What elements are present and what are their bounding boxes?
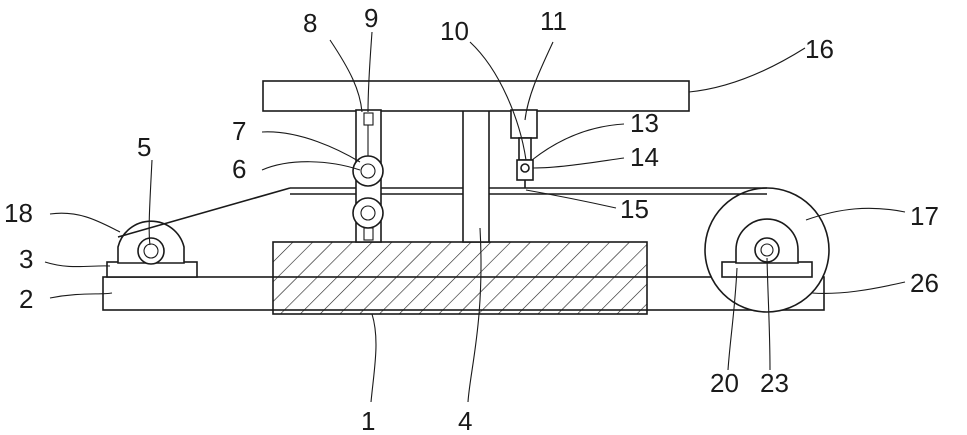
vertical-column	[463, 110, 489, 242]
leader-1	[371, 314, 376, 402]
label-26: 26	[910, 268, 939, 298]
label-9: 9	[364, 3, 378, 33]
label-4: 4	[458, 406, 472, 435]
label-20: 20	[710, 368, 739, 398]
left-roller-outer	[138, 238, 164, 264]
cutter-pin	[521, 164, 529, 172]
label-6: 6	[232, 154, 246, 184]
leader-26	[812, 282, 905, 293]
leader-15	[526, 190, 616, 208]
leader-16	[689, 48, 805, 92]
label-8: 8	[303, 8, 317, 38]
label-7: 7	[232, 116, 246, 146]
label-13: 13	[630, 108, 659, 138]
leader-18	[50, 213, 120, 232]
label-1: 1	[361, 406, 375, 435]
leader-14	[533, 158, 624, 168]
leader-7	[262, 132, 360, 162]
leader-13	[532, 124, 624, 160]
label-11: 11	[540, 6, 567, 36]
label-18: 18	[4, 198, 33, 228]
label-16: 16	[805, 34, 834, 64]
belt-left-slope	[118, 188, 290, 237]
top-plate	[263, 81, 689, 111]
label-17: 17	[910, 201, 939, 231]
label-10: 10	[440, 16, 469, 46]
lower-press-roller	[353, 198, 383, 228]
label-2: 2	[19, 284, 33, 314]
label-3: 3	[19, 244, 33, 274]
label-23: 23	[760, 368, 789, 398]
leader-3	[45, 262, 110, 267]
label-5: 5	[137, 132, 151, 162]
leader-6	[262, 162, 360, 170]
label-15: 15	[620, 194, 649, 224]
label-14: 14	[630, 142, 659, 172]
hatched-block	[273, 242, 647, 314]
cutter-housing	[511, 110, 537, 138]
